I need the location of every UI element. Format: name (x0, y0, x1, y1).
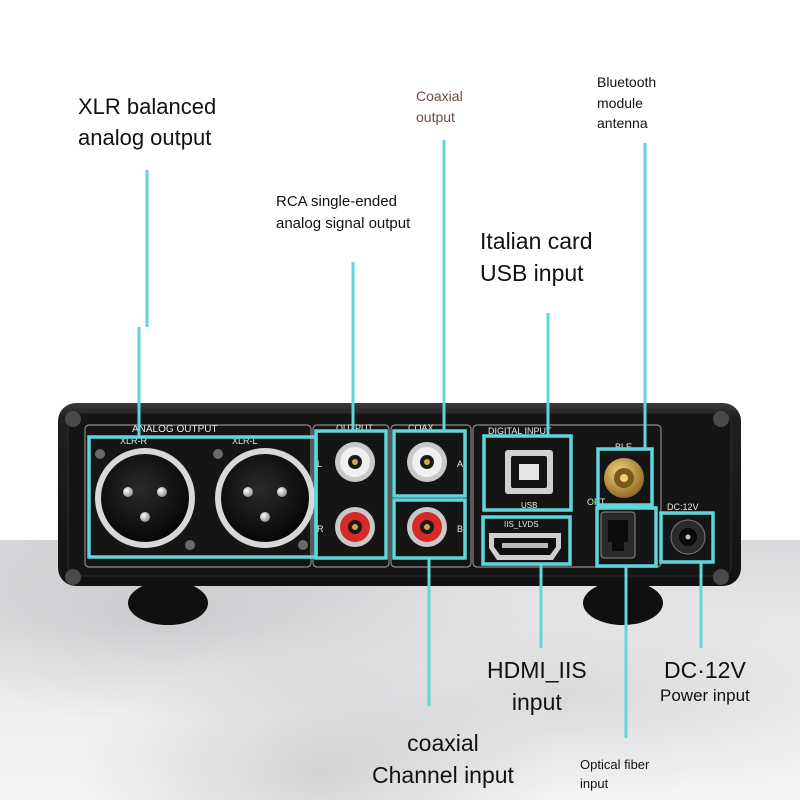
label-line: RCA single-ended (276, 193, 397, 210)
panel-label-digital-input: DIGITAL INPUT (488, 426, 552, 436)
xlr-l-connector (213, 448, 315, 550)
panel-label-coax-a: A (457, 459, 463, 469)
panel-label-ble: BLE (615, 442, 632, 452)
rca-output-l-jack (335, 442, 375, 482)
label-line: XLR balanced (78, 94, 217, 119)
panel-label-output: OUTPUT (336, 423, 374, 433)
xlr-r-connector (95, 448, 195, 550)
label-hdmi-iis-input: HDMI_IIS input (487, 657, 587, 716)
label-line: analog output (78, 124, 212, 150)
panel-label-xlr-r: XLR-R (120, 436, 148, 446)
rca-output-r-jack (335, 507, 375, 547)
label-line: USB input (480, 260, 584, 287)
coax-b-jack (407, 507, 447, 547)
ble-antenna-connector (604, 458, 644, 498)
panel-label-coax-b: B (457, 524, 463, 534)
label-line: input (511, 689, 562, 716)
optical-port (600, 511, 636, 559)
label-coaxial-output: Coaxial output (416, 88, 463, 125)
dc-power-jack (670, 519, 706, 555)
label-dc-power-input: DC·12V Power input (660, 657, 750, 706)
label-line: HDMI_IIS (487, 657, 587, 683)
label-rca-output: RCA single-ended analog signal output (276, 193, 410, 232)
panel-label-dc12v: DC:12V (667, 502, 699, 512)
hdmi-port (489, 533, 561, 560)
panel-label-xlr-l: XLR-L (232, 436, 258, 446)
label-line: Channel input (372, 762, 514, 789)
label-line: analog signal output (276, 214, 411, 232)
label-line: DC·12V (663, 657, 746, 683)
label-bluetooth-antenna: Bluetooth module antenna (597, 74, 656, 132)
label-line: antenna (597, 115, 648, 132)
coax-a-jack (407, 442, 447, 482)
panel-label-rca-r: R (317, 524, 324, 534)
panel-label-rca-l: L (317, 459, 322, 469)
label-line: module (597, 94, 643, 111)
label-line: Coaxial (416, 88, 463, 104)
label-line: Optical fiber (580, 757, 650, 772)
label-usb-input: Italian card USB input (480, 228, 593, 287)
panel-label-usb: USB (521, 501, 537, 510)
label-line: Bluetooth (597, 74, 657, 90)
label-line: Italian card (480, 228, 593, 254)
callout-lines (137, 140, 703, 738)
usb-b-port (505, 450, 553, 494)
label-optical-fiber-input: Optical fiber input (580, 757, 649, 792)
label-line: input (580, 776, 609, 792)
panel-label-iis-lvds: IIS_LVDS (504, 520, 539, 529)
panel-label-coax: COAX (408, 423, 434, 433)
panel-label-analog-output: ANALOG OUTPUT (132, 424, 218, 435)
label-xlr-balanced-output: XLR balanced analog output (78, 94, 216, 151)
label-coaxial-channel-input: coaxial Channel input (372, 730, 514, 789)
label-line: output (416, 108, 455, 125)
device-feet (128, 581, 663, 625)
label-line: Power input (660, 686, 750, 706)
label-line: coaxial (407, 730, 479, 756)
